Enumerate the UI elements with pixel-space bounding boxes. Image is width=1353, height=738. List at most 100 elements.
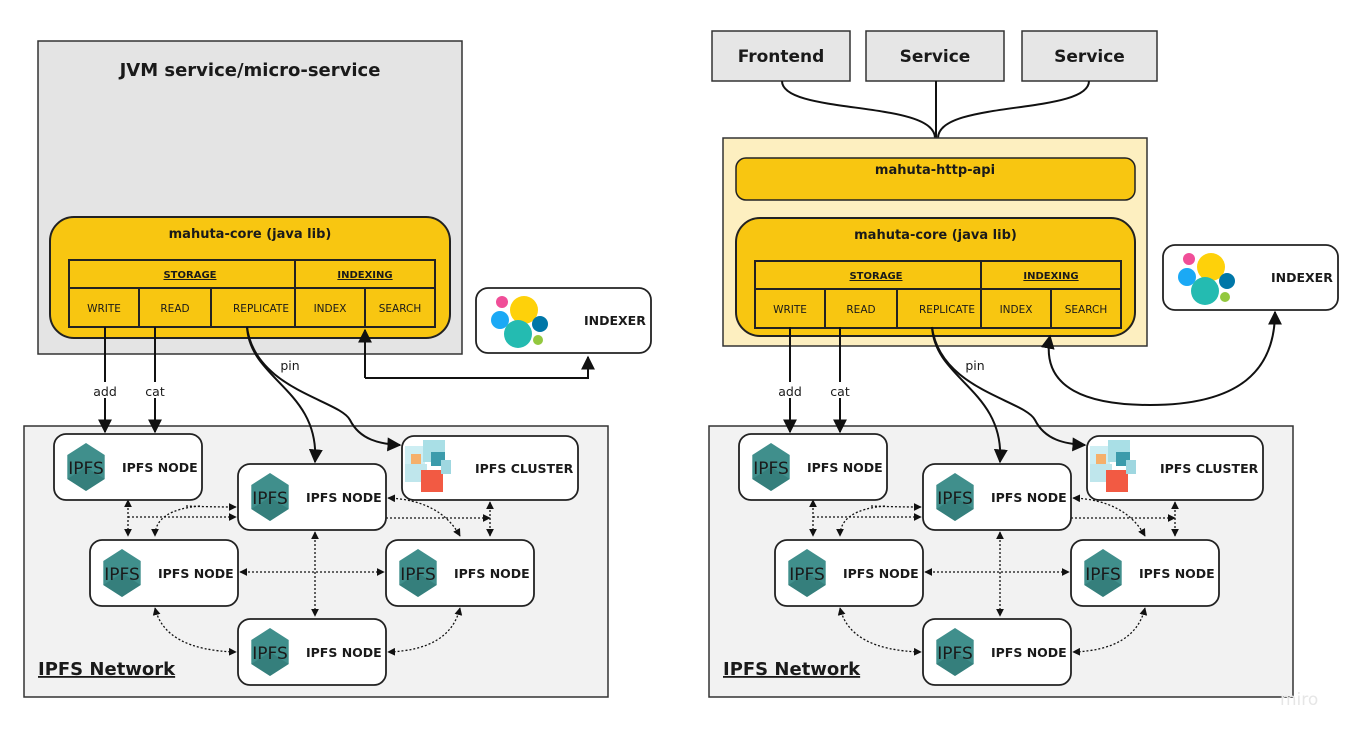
- label-bg: [827, 382, 853, 398]
- client-0: Frontend: [711, 30, 851, 82]
- frontend-connector: [781, 80, 936, 139]
- ipfs-cluster-icon: [405, 440, 451, 492]
- ipfs-hex-shade: [251, 652, 289, 676]
- cluster-cube: [1096, 454, 1106, 464]
- service-connector: [937, 80, 1090, 139]
- pin-label: pin: [965, 358, 984, 373]
- logo-teal: [504, 320, 532, 348]
- ipfs-icon-text: IPFS: [1085, 565, 1121, 585]
- pin-cluster-arrow: [246, 326, 402, 452]
- ipfs-icon: IPFS: [399, 549, 437, 597]
- ipfs-hex-shade: [399, 573, 437, 597]
- ipfs-icon: IPFS: [788, 549, 826, 597]
- indexer-label: INDEXER: [584, 313, 646, 328]
- ipfs-icon-text: IPFS: [68, 459, 104, 479]
- ipfs-node-label: IPFS NODE: [991, 645, 1067, 660]
- client-2: Service: [1021, 30, 1158, 82]
- ipfs-hex-shade: [936, 652, 974, 676]
- read-op: READ: [846, 304, 875, 316]
- storage-header: STORAGE: [849, 271, 902, 282]
- mahuta-core-title: mahuta-core (java lib): [169, 227, 332, 242]
- logo-pink: [1183, 253, 1195, 265]
- replicate-op: REPLICATE: [919, 304, 975, 316]
- mahuta-http-api-box: [735, 157, 1136, 201]
- index-op: INDEX: [314, 303, 347, 315]
- logo-yellow: [510, 296, 538, 324]
- ipfs-node-label: IPFS NODE: [1139, 566, 1215, 581]
- cluster-cube: [1106, 470, 1128, 492]
- p2p-connection-arrow: [387, 494, 461, 537]
- mahuta-core-title: mahuta-core (java lib): [854, 228, 1017, 243]
- ipfs-icon: IPFS: [936, 473, 974, 521]
- ipfs-hex-shade: [67, 467, 105, 491]
- ipfs-node: IPFS IPFS NODE: [922, 463, 1072, 531]
- ipfs-icon: IPFS: [251, 473, 289, 521]
- ipfs-node: IPFS IPFS NODE: [237, 618, 387, 686]
- p2p-connection-arrow: [1072, 494, 1146, 537]
- elasticsearch-logo-icon: [1178, 253, 1235, 305]
- storage-module: [68, 259, 313, 328]
- elasticsearch-logo-icon: [491, 296, 548, 348]
- ipfs-node-label: IPFS NODE: [454, 566, 530, 581]
- ipfs-icon-text: IPFS: [252, 489, 288, 509]
- client-box: [1021, 30, 1158, 82]
- logo-green: [533, 335, 543, 345]
- ipfs-node-label: IPFS NODE: [991, 490, 1067, 505]
- label-bg: [773, 382, 807, 398]
- ipfs-icon: IPFS: [103, 549, 141, 597]
- logo-darkblue: [1219, 273, 1235, 289]
- ipfs-hex-shade: [251, 497, 289, 521]
- miro-watermark: miro: [1280, 690, 1318, 710]
- left-diagram-standalone: JVM service/micro-service mahuta-core (ja…: [23, 40, 652, 698]
- ipfs-cluster: IPFS CLUSTER: [401, 435, 579, 501]
- logo-pink: [496, 296, 508, 308]
- p2p-connection-arrow: [1072, 607, 1148, 656]
- logo-blue: [491, 311, 509, 329]
- ipfs-cluster-box: [401, 435, 579, 501]
- ipfs-icon-text: IPFS: [252, 644, 288, 664]
- p2p-connection-arrow: [870, 503, 922, 511]
- ipfs-hex-shade: [103, 573, 141, 597]
- indexer-arrow: [365, 355, 595, 379]
- indexer: INDEXER: [475, 287, 652, 354]
- cat-label: cat: [145, 384, 165, 399]
- ipfs-cluster-icon: [1090, 440, 1136, 492]
- read-op: READ: [160, 303, 189, 315]
- ipfs-icon-text: IPFS: [400, 565, 436, 585]
- ipfs-node: IPFS IPFS NODE: [237, 463, 387, 531]
- logo-teal: [1191, 277, 1219, 305]
- pin-cluster-arrow: [931, 326, 1087, 452]
- client-label: Service: [1054, 47, 1125, 67]
- replicate-op: REPLICATE: [233, 303, 289, 315]
- logo-green: [1220, 292, 1230, 302]
- search-op: SEARCH: [379, 303, 421, 315]
- client-box: [865, 30, 1005, 82]
- add-label: add: [93, 384, 117, 399]
- jvm-service-title: JVM service/micro-service: [118, 60, 381, 81]
- ipfs-icon: IPFS: [67, 443, 105, 491]
- ipfs-icon-text: IPFS: [937, 644, 973, 664]
- ipfs-icon-text: IPFS: [789, 565, 825, 585]
- p2p-connection-arrow: [185, 503, 237, 511]
- indexer-arrow: [1040, 310, 1282, 407]
- ipfs-node: IPFS IPFS NODE: [53, 433, 203, 501]
- ipfs-node-label: IPFS NODE: [306, 490, 382, 505]
- cluster-cube: [1126, 460, 1136, 474]
- storage-header: STORAGE: [163, 270, 216, 281]
- ipfs-icon-text: IPFS: [937, 489, 973, 509]
- ipfs-node-label: IPFS NODE: [122, 460, 198, 475]
- ipfs-hex-shade: [788, 573, 826, 597]
- logo-darkblue: [532, 316, 548, 332]
- search-op: SEARCH: [1065, 304, 1107, 316]
- ipfs-cluster-box: [1086, 435, 1264, 501]
- ipfs-node-label: IPFS NODE: [306, 645, 382, 660]
- ipfs-icon: IPFS: [936, 628, 974, 676]
- cluster-cube: [441, 460, 451, 474]
- indexing-header: INDEXING: [337, 270, 392, 281]
- ipfs-network-title: IPFS Network: [38, 659, 176, 680]
